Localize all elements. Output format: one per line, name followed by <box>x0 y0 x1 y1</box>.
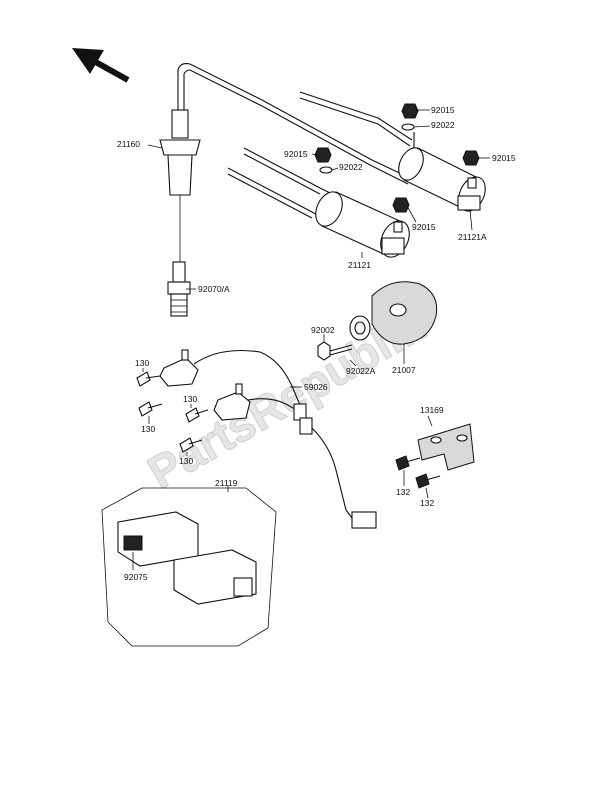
label-92015-top: 92015 <box>431 105 455 115</box>
bracket-13169 <box>417 423 475 471</box>
ht-leads <box>227 91 413 223</box>
label-92022-mid: 92022 <box>339 162 363 172</box>
label-92022-top: 92022 <box>431 120 455 130</box>
label-21121A: 21121A <box>458 232 487 242</box>
label-92002: 92002 <box>311 325 335 335</box>
label-132-a: 132 <box>396 487 410 497</box>
spark-plug-cap <box>159 63 263 262</box>
label-92070A: 92070/A <box>198 284 230 294</box>
ignition-coil-lower <box>315 191 410 258</box>
igniter-module-left <box>159 349 199 387</box>
label-92015-right: 92015 <box>492 153 516 163</box>
label-21160: 21160 <box>117 139 140 149</box>
label-92022A: 92022A <box>346 366 376 376</box>
bolts-132 <box>395 455 441 489</box>
label-92015-left: 92015 <box>284 149 308 159</box>
label-92015-lower: 92015 <box>412 222 436 232</box>
label-21119: 21119 <box>215 478 238 488</box>
front-direction-arrow-icon <box>72 48 130 83</box>
ignition-coil-upper <box>398 132 486 212</box>
spark-plug <box>167 261 191 317</box>
leader-lines <box>132 109 490 570</box>
label-130-a: 130 <box>135 358 149 368</box>
label-130-b: 130 <box>141 424 155 434</box>
harness-59026 <box>193 349 377 529</box>
nuts-and-washers <box>314 103 480 213</box>
label-92075: 92075 <box>124 572 148 582</box>
label-130-c: 130 <box>183 394 197 404</box>
part-labels: 21160 92070/A 92015 92022 92015 92022 92… <box>117 105 516 582</box>
label-21007: 21007 <box>392 365 416 375</box>
igniter-module-right <box>213 383 251 421</box>
label-13169: 13169 <box>420 405 444 415</box>
ignitor-kit-21119 <box>101 487 277 647</box>
label-21121: 21121 <box>348 260 371 270</box>
label-130-d: 130 <box>179 456 193 466</box>
label-132-b: 132 <box>420 498 434 508</box>
pickup-plate <box>317 281 438 361</box>
label-59026: 59026 <box>304 382 328 392</box>
bolts-130 <box>136 371 209 453</box>
